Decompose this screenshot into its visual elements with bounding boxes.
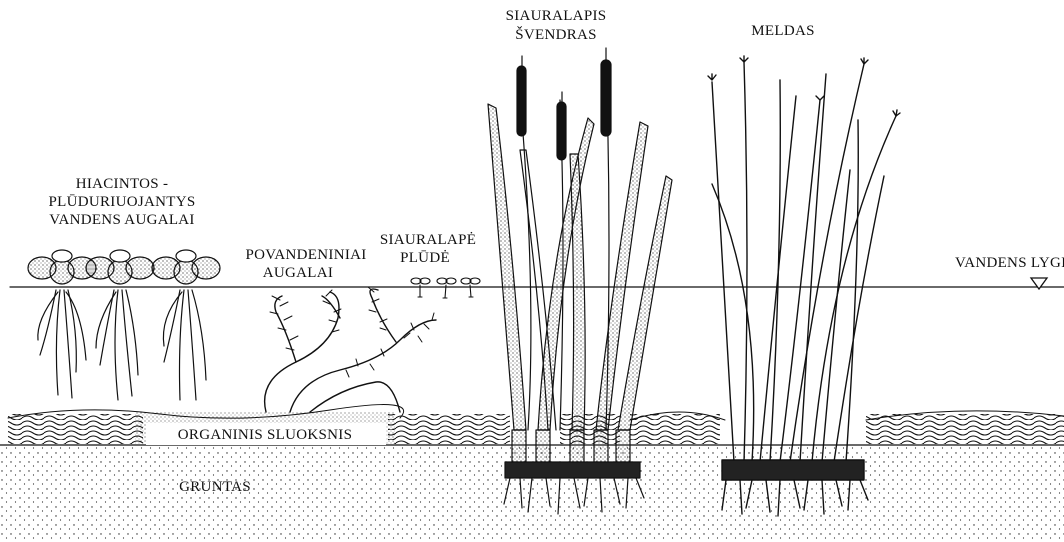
soil-layer [0, 445, 1064, 542]
cattail-plants [488, 48, 672, 514]
cattail-label-line2: ŠVENDRAS [515, 26, 597, 43]
duckweed-plants [411, 278, 480, 298]
duckweed-label-line2: PLŪDĖ [400, 250, 450, 266]
hyacinth-plants [28, 250, 220, 400]
duckweed-label-line1: SIAURALAPĖ [380, 232, 476, 248]
soil-label: GRUNTAS [179, 479, 251, 495]
hyacinth-label-line3: VANDENS AUGALAI [49, 212, 194, 228]
submerged-label-line1: POVANDENINIAI [245, 247, 366, 263]
bulrush-label: MELDAS [751, 23, 814, 39]
submerged-label-line2: AUGALAI [263, 265, 333, 281]
organic-layer-label: ORGANINIS SLUOKSNIS [178, 427, 352, 443]
cattail-label-line1: SIAURALAPIS [506, 8, 607, 24]
hyacinth-label-line2: PLŪDURIUOJANTYS [48, 194, 195, 210]
hyacinth-label-line1: HIACINTOS - [76, 176, 169, 192]
water-level-label: VANDENS LYGIS [955, 255, 1064, 271]
submerged-plants [265, 287, 436, 412]
